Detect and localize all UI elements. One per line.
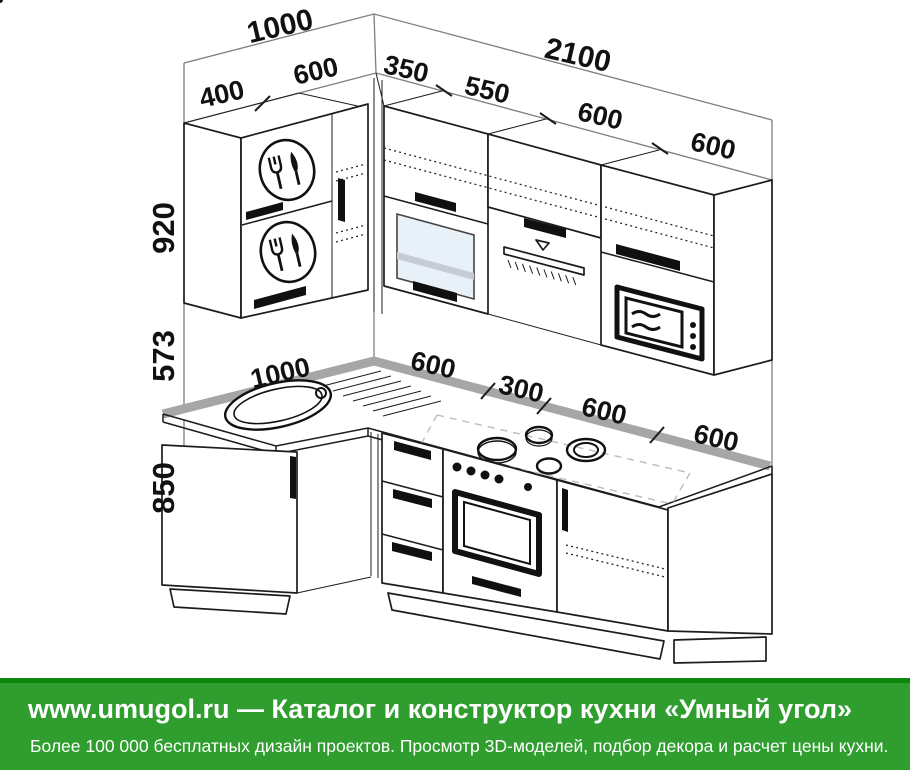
corner-base-cabinet [161,444,372,594]
dim-label-total-right: 2100 [542,32,614,79]
cooker-hood-icon [503,239,585,286]
base-cabinets [161,432,773,664]
microwave-cabinet [0,0,773,376]
faucet-hole [315,387,327,399]
oven [442,448,558,613]
hood-cabinet [487,133,602,346]
site-tagline: Более 100 000 бесплатных дизайн проектов… [30,736,889,756]
right-base-cabinet [556,479,761,632]
dim-label-total-left: 1000 [244,3,316,50]
dim-label-600-mid: 600 [575,96,626,135]
dim-label-600-left: 600 [290,51,341,90]
dim-label-920: 920 [146,202,181,254]
plinth [169,588,767,664]
dim-label-400: 400 [196,74,247,113]
backsplash-strip [161,356,772,471]
sink [223,379,333,431]
microwave-icon [0,0,705,362]
dim-label-850: 850 [146,462,181,514]
glass-cabinet [383,105,489,315]
upper-cabinets-right [0,0,773,376]
countertop [161,356,773,516]
dim-label-573: 573 [146,330,181,382]
drawer-unit [381,432,444,594]
kitchen-drawing: 1000 2100 400 600 350 550 600 600 920 57… [0,0,773,664]
banner-top-stripe [0,678,910,683]
upper-cabinets-left [183,78,383,319]
site-title: www.umugol.ru — Каталог и конструктор ку… [28,694,852,724]
dim-label-350: 350 [381,49,432,88]
base-side-panel [667,473,773,635]
dim-label-550: 550 [462,70,513,109]
footer-banner: www.umugol.ru — Каталог и конструктор ку… [0,678,910,770]
drainer-lines [322,370,442,417]
